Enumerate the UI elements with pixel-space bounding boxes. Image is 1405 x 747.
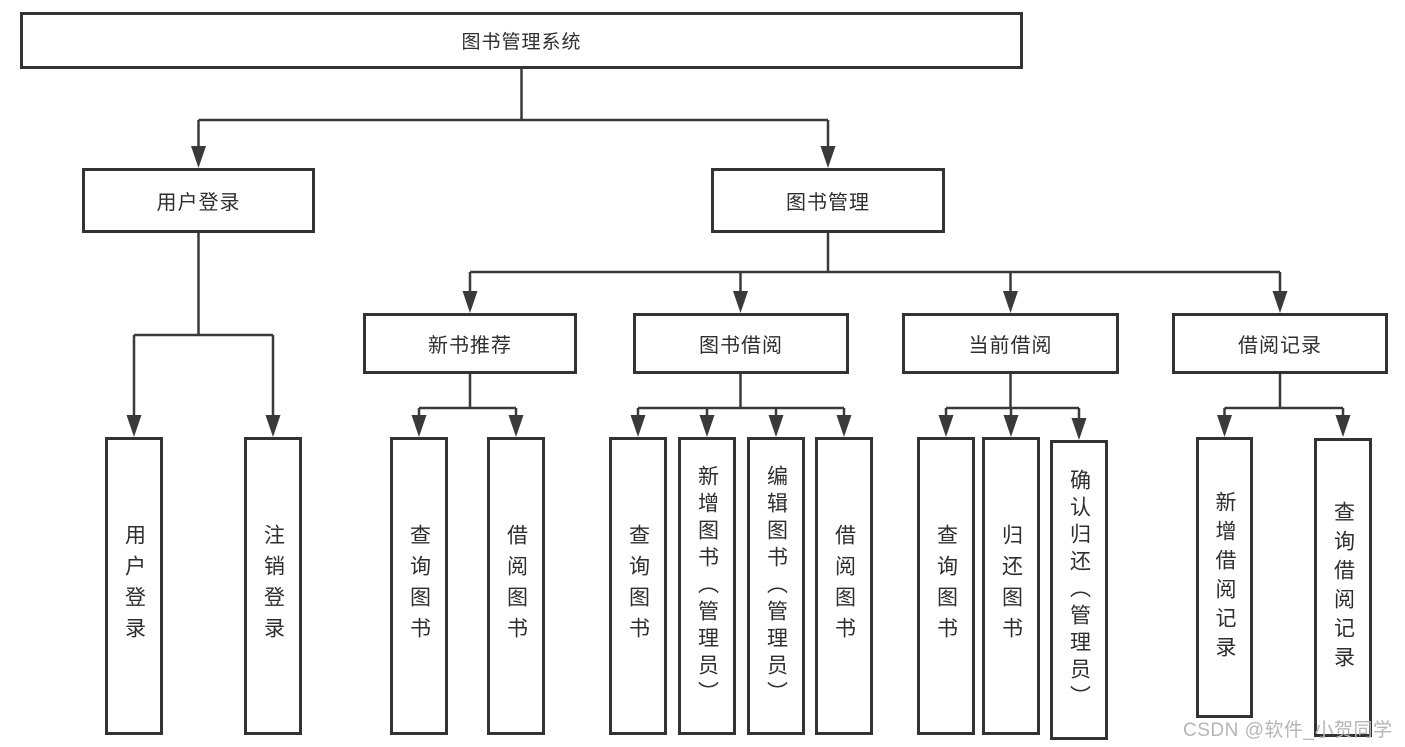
- arrowhead: [265, 415, 281, 437]
- arrowhead: [699, 415, 715, 437]
- arrowhead: [411, 415, 427, 437]
- arrowhead: [191, 146, 206, 168]
- arrowhead: [1335, 415, 1351, 437]
- leaf-query-borrow-record: 查询借阅记录: [1314, 438, 1372, 737]
- leaf-query-books-borrow: 查询图书: [609, 437, 667, 735]
- connector-new-book-to-leaves: [411, 374, 524, 437]
- arrowhead: [630, 415, 646, 437]
- leaf-logout: 注销登录: [244, 437, 302, 735]
- arrowhead: [1217, 415, 1232, 437]
- node-book-borrow: 图书借阅: [633, 313, 849, 374]
- connector-current-borrow-to-leaves: [938, 374, 1087, 440]
- connector-user-login-to-leaves: [126, 233, 281, 437]
- arrowhead: [126, 415, 142, 437]
- arrowhead: [508, 415, 524, 437]
- arrowhead: [938, 415, 954, 437]
- arrowhead: [820, 146, 836, 168]
- arrowhead: [1003, 415, 1019, 437]
- leaf-borrow-books: 借阅图书: [815, 437, 873, 735]
- arrowhead: [836, 415, 852, 437]
- leaf-add-borrow-record: 新增借阅记录: [1196, 437, 1253, 718]
- arrowhead: [733, 291, 748, 313]
- arrowhead: [462, 291, 478, 313]
- leaf-query-books-current: 查询图书: [917, 437, 975, 735]
- node-book-management: 图书管理: [711, 168, 945, 233]
- watermark: CSDN @软件_小贺同学: [1183, 720, 1393, 741]
- leaf-borrow-books-recommend: 借阅图书: [487, 437, 545, 735]
- leaf-confirm-return-admin: 确认归还（管理员）: [1050, 440, 1108, 740]
- node-user-login: 用户登录: [82, 168, 315, 233]
- connector-borrow-records-to-leaves: [1217, 374, 1351, 437]
- arrowhead: [1272, 291, 1288, 313]
- leaf-return-book: 归还图书: [982, 437, 1040, 735]
- node-borrow-records: 借阅记录: [1172, 313, 1388, 374]
- node-root-library-system: 图书管理系统: [20, 12, 1023, 69]
- leaf-edit-book-admin: 编辑图书（管理员）: [747, 437, 805, 735]
- connector-book-management-to-level3: [462, 233, 1288, 313]
- arrowhead: [768, 415, 784, 437]
- leaf-user-login: 用户登录: [105, 437, 163, 735]
- arrowhead: [1003, 291, 1018, 313]
- node-current-borrow: 当前借阅: [902, 313, 1119, 374]
- connector-root-to-level2: [191, 69, 836, 168]
- arrowhead: [1071, 418, 1087, 440]
- connector-book-borrow-to-leaves: [630, 374, 852, 437]
- leaf-query-books-recommend: 查询图书: [390, 437, 448, 735]
- leaf-add-book-admin: 新增图书（管理员）: [678, 437, 736, 735]
- node-new-book-recommend: 新书推荐: [363, 313, 577, 374]
